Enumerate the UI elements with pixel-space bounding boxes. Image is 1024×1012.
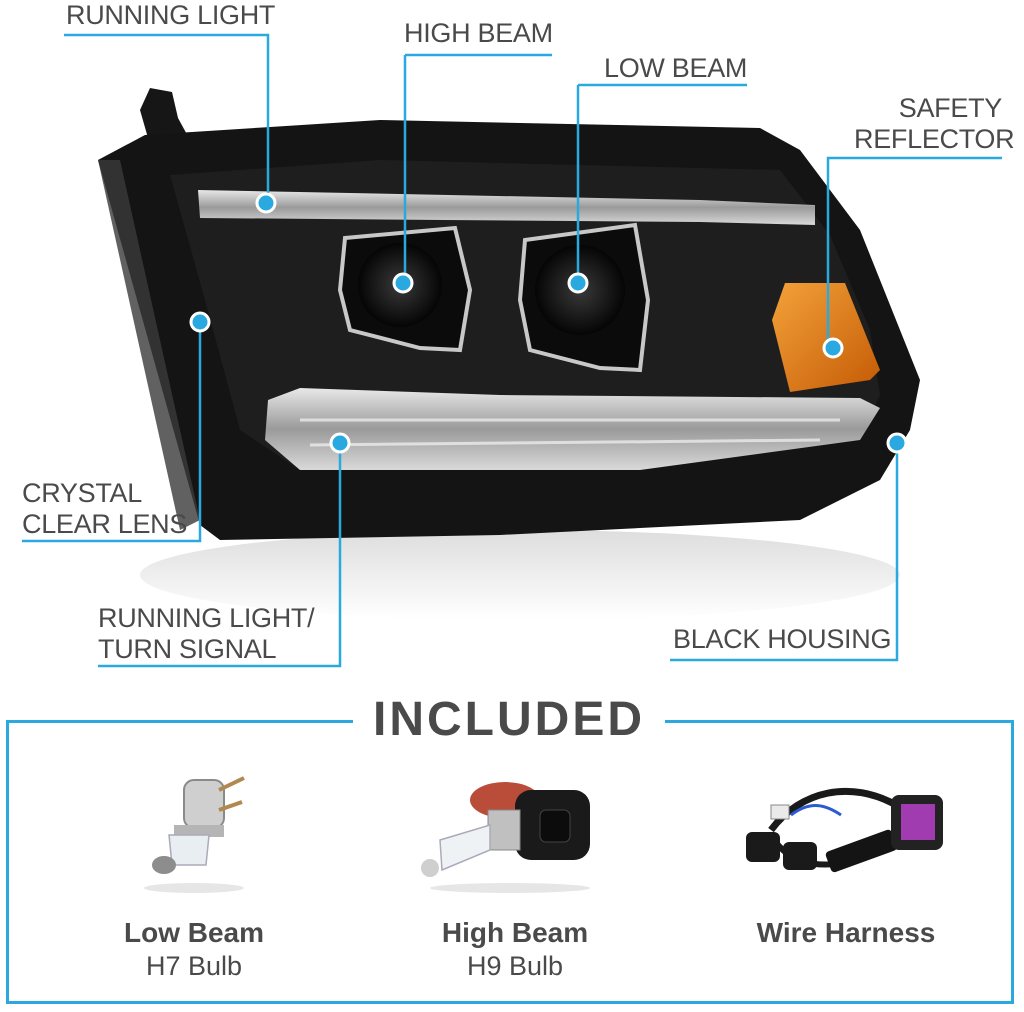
- h7-bulb-icon: [144, 776, 245, 893]
- label-safety-reflector: SAFETY REFLECTOR: [854, 93, 1015, 154]
- included-title: INCLUDED: [373, 693, 645, 746]
- side-clear-lens: [98, 160, 200, 530]
- included-item-name: Low Beam: [123, 917, 265, 948]
- callout-dot-high-beam: [392, 272, 414, 294]
- included-item-sub: H9 Bulb: [466, 951, 564, 981]
- headlight-illustration: [22, 33, 1002, 668]
- included-item-name: Wire Harness: [756, 917, 936, 948]
- callout-dot-running-light: [255, 192, 277, 214]
- mounting-tab: [140, 88, 190, 145]
- included-box: [6, 722, 1014, 1004]
- label-running-light-turn-signal: RUNNING LIGHT/ TURN SIGNAL: [98, 603, 315, 664]
- wire-harness-icon: [746, 787, 943, 873]
- label-crystal-clear-lens: CRYSTAL CLEAR LENS: [22, 478, 188, 539]
- floor-shadow: [140, 530, 900, 620]
- turn-signal-lens: [265, 388, 880, 470]
- included-item-high-beam: High Beam H9 Bulb: [365, 770, 665, 982]
- amber-reflector: [772, 283, 880, 392]
- included-border-top-left: [6, 720, 353, 723]
- h9-bulb-icon: [421, 782, 590, 893]
- callout-dot-black-housing: [886, 432, 908, 454]
- callout-lines: [22, 33, 1002, 668]
- included-item-sub: H7 Bulb: [145, 951, 243, 981]
- callout-dot-safety-reflector: [822, 337, 844, 359]
- included-border-top-right: [665, 720, 1014, 723]
- headlight-product-image: RUNNING LIGHT HIGH BEAM LOW BEAM SAFETY …: [22, 0, 1015, 668]
- included-item-name: High Beam: [441, 917, 589, 948]
- lens-reflections: [300, 418, 840, 447]
- callout-dot-turn-signal: [329, 432, 351, 454]
- callout-dots: [189, 192, 908, 454]
- callout-dot-clear-lens: [189, 311, 211, 333]
- running-light-strip: [198, 190, 815, 225]
- callout-dot-low-beam: [567, 272, 589, 294]
- label-running-light: RUNNING LIGHT: [66, 0, 276, 30]
- label-low-beam: LOW BEAM: [604, 53, 748, 83]
- included-item-wire-harness: Wire Harness: [696, 770, 996, 951]
- included-item-low-beam: Low Beam H7 Bulb: [44, 770, 344, 982]
- label-high-beam: HIGH BEAM: [404, 18, 553, 48]
- label-black-housing: BLACK HOUSING: [673, 624, 892, 654]
